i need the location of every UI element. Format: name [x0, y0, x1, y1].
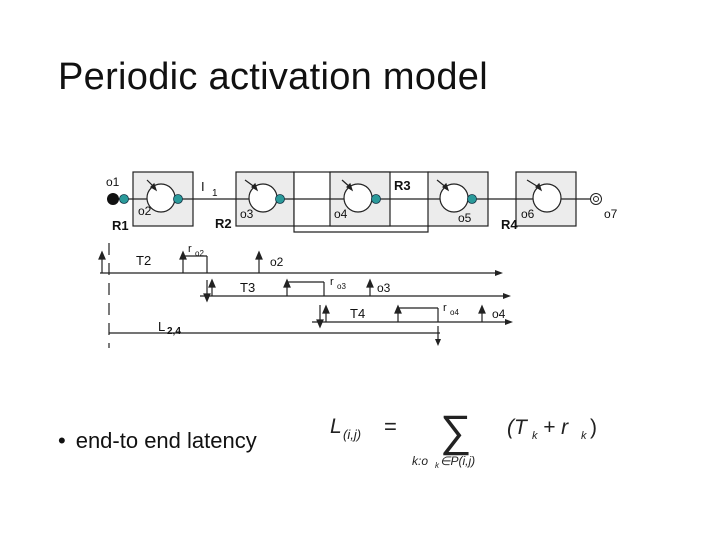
label-out-o2: o2	[270, 255, 284, 269]
formula-sum-under: k:o	[412, 454, 428, 468]
label-r3: R3	[394, 178, 411, 193]
formula-term-k2: k	[581, 430, 587, 442]
bullet-dot: •	[58, 428, 66, 453]
label-o2: o2	[138, 204, 152, 218]
bullet-text: end-to end latency	[75, 428, 257, 453]
label-r-o3: r	[330, 276, 334, 288]
label-o5: o5	[458, 211, 472, 225]
timeline-1-marks	[98, 250, 263, 273]
label-t3: T3	[240, 280, 255, 295]
activation-arrows	[146, 179, 543, 192]
label-r1: R1	[112, 218, 129, 233]
label-r4: R4	[501, 217, 518, 232]
resource-frame-r3	[293, 226, 429, 233]
label-o1: o1	[106, 175, 120, 189]
formula-term: (T	[507, 416, 529, 439]
formula-lhs: L	[330, 415, 342, 438]
formula-term-k: k	[532, 430, 538, 442]
formula-term-plus: + r	[543, 416, 569, 439]
formula-sigma: ∑	[440, 407, 471, 456]
label-r-o2: r	[188, 243, 192, 255]
label-o3: o3	[240, 207, 254, 221]
port-o3	[275, 194, 285, 204]
label-r2: R2	[215, 216, 232, 231]
label-latency-sub: 2,4	[167, 326, 181, 337]
port-o5	[467, 194, 477, 204]
formula-term-close: )	[590, 416, 597, 439]
latency-formula: L (i,j) = ∑ k:o k ∈P(i,j) (T k + r k )	[330, 407, 597, 470]
latency-end-arrow	[435, 339, 441, 346]
slide-title: Periodic activation model	[58, 56, 488, 98]
sink-node-inner	[593, 196, 599, 202]
source-node	[107, 193, 119, 205]
port-o4	[371, 194, 381, 204]
formula-lhs-sub: (i,j)	[343, 427, 361, 442]
label-o6: o6	[521, 207, 535, 221]
label-out-o4: o4	[492, 307, 506, 321]
timeline-3-arrow	[505, 319, 513, 325]
formula-sum-under-k: k	[435, 461, 440, 470]
label-o4: o4	[334, 207, 348, 221]
label-r-o3-sub: o3	[337, 282, 346, 291]
formula-sum-under-rest: ∈P(i,j)	[440, 454, 475, 468]
label-t4: T4	[350, 306, 365, 321]
label-r-o4-sub: o4	[450, 308, 459, 317]
label-r-o4: r	[443, 302, 447, 314]
label-t2: T2	[136, 253, 151, 268]
task-circle-5	[532, 183, 562, 213]
timeline-2-arrow	[503, 293, 511, 299]
label-out-o3: o3	[377, 281, 391, 295]
timeline-2-marks	[203, 278, 374, 303]
label-latency: L	[158, 319, 165, 334]
label-r-o2-sub: o2	[195, 249, 204, 258]
label-o7: o7	[604, 207, 618, 221]
bullet-item: • end-to end latency	[58, 428, 257, 454]
formula-equals: =	[384, 414, 397, 439]
port-o2	[173, 194, 183, 204]
timeline-3-marks	[316, 304, 486, 329]
port-o1	[119, 194, 129, 204]
timeline-1-arrow	[495, 270, 503, 276]
label-input: I	[201, 179, 205, 194]
label-input-index: 1	[212, 188, 218, 199]
